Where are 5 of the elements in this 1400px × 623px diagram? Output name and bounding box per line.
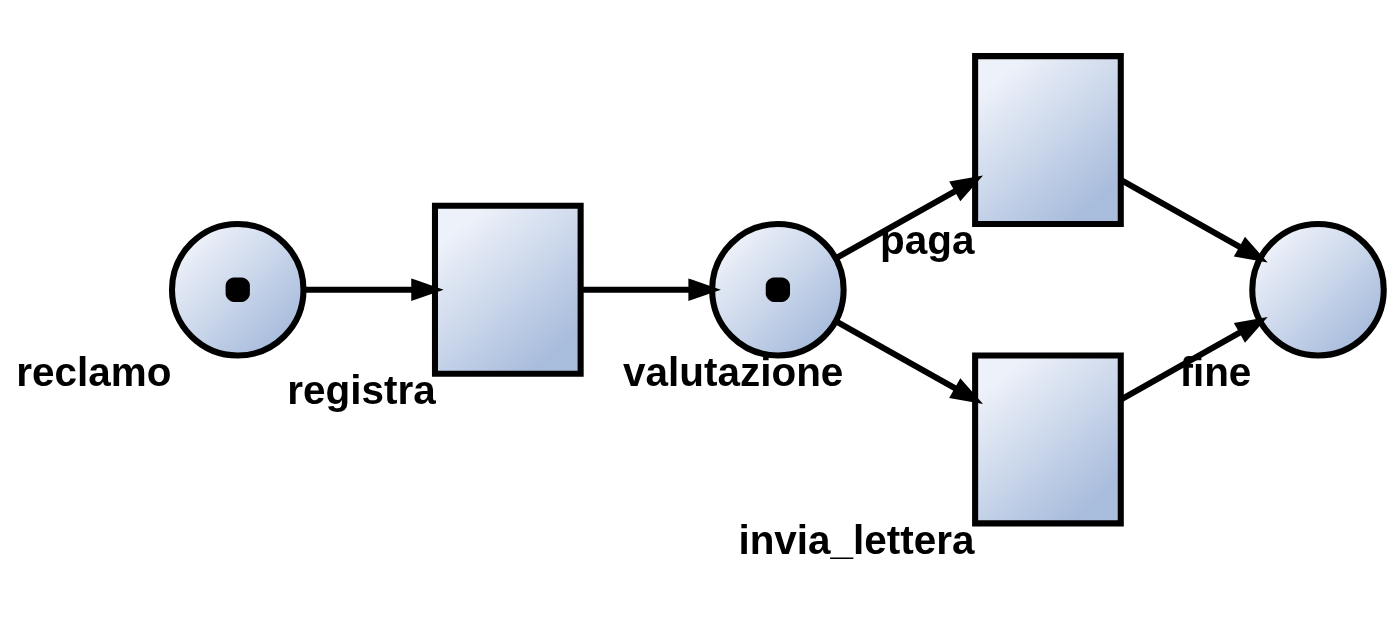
node-label: valutazione xyxy=(623,348,844,395)
node-label: registra xyxy=(287,366,436,413)
node-label: paga xyxy=(880,216,975,263)
node-label: invia_lettera xyxy=(738,516,975,563)
node-label: reclamo xyxy=(16,348,172,395)
